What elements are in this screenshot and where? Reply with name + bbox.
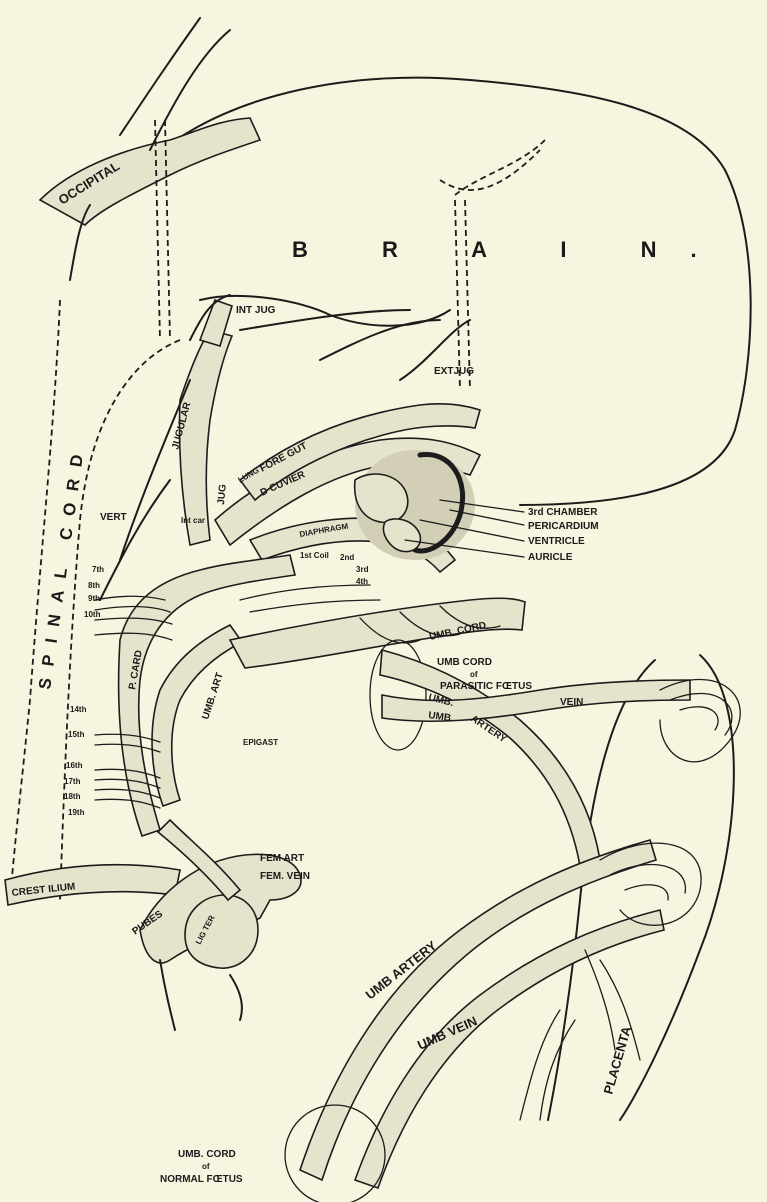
label-rib-16: 16th <box>66 761 83 770</box>
label-rib-18: 18th <box>64 792 81 801</box>
label-umb-lower: UMB. <box>428 710 455 724</box>
label-rib-17: 17th <box>64 777 81 786</box>
label-parasitic-cord-2: of <box>470 670 478 679</box>
label-int-jug: INT JUG <box>236 305 276 316</box>
umbilical-artery-fetal <box>152 625 242 806</box>
label-rib-19: 19th <box>68 808 85 817</box>
label-fourth: 4th <box>356 577 368 586</box>
label-placenta: PLACENTA <box>600 1024 634 1096</box>
label-vein-upper: VEIN <box>560 697 583 708</box>
label-pericardium: PERICARDIUM <box>528 521 599 532</box>
occipital-band <box>40 118 260 225</box>
label-spinal-cord: SPINAL CORD <box>35 442 88 691</box>
label-rib-15: 15th <box>68 730 85 739</box>
label-third-chamber: 3rd CHAMBER <box>528 507 598 518</box>
label-int-car: Int car <box>181 516 205 525</box>
label-ventricle: VENTRICLE <box>528 536 585 547</box>
crest-ilium <box>5 865 180 905</box>
label-normal-cord-3: NORMAL FŒTUS <box>160 1174 243 1185</box>
label-rib-9: 9th <box>88 594 100 603</box>
label-brain: B R A I N. <box>292 237 731 262</box>
label-ext-jug: EXTJUG <box>434 366 474 377</box>
label-rib-14: 14th <box>70 705 87 714</box>
label-parasitic-cord-3: PARASITIC FŒTUS <box>440 681 532 692</box>
label-normal-cord-1: UMB. CORD <box>178 1149 236 1160</box>
label-rib-10: 10th <box>84 610 101 619</box>
label-umb-art: UMB. ART <box>200 671 225 721</box>
label-rib-8: 8th <box>88 581 100 590</box>
label-epigast: EPIGAST <box>243 738 278 747</box>
label-second: 2nd <box>340 553 354 562</box>
label-third: 3rd <box>356 565 369 574</box>
brain-dashed-vessel-right <box>440 140 545 390</box>
label-first-coil: 1st Coil <box>300 551 329 560</box>
label-rib-7: 7th <box>92 565 104 574</box>
label-jug: JUG <box>216 484 229 506</box>
label-fem-vein: FEM. VEIN <box>260 871 310 882</box>
label-parasitic-cord-1: UMB CORD <box>437 657 492 668</box>
label-fem-art: FEM ART <box>260 853 304 864</box>
label-auricle: AURICLE <box>528 552 573 563</box>
label-vert: VERT <box>100 512 127 523</box>
pelvis-lower-outline <box>160 960 242 1030</box>
label-normal-cord-2: of <box>202 1162 210 1171</box>
